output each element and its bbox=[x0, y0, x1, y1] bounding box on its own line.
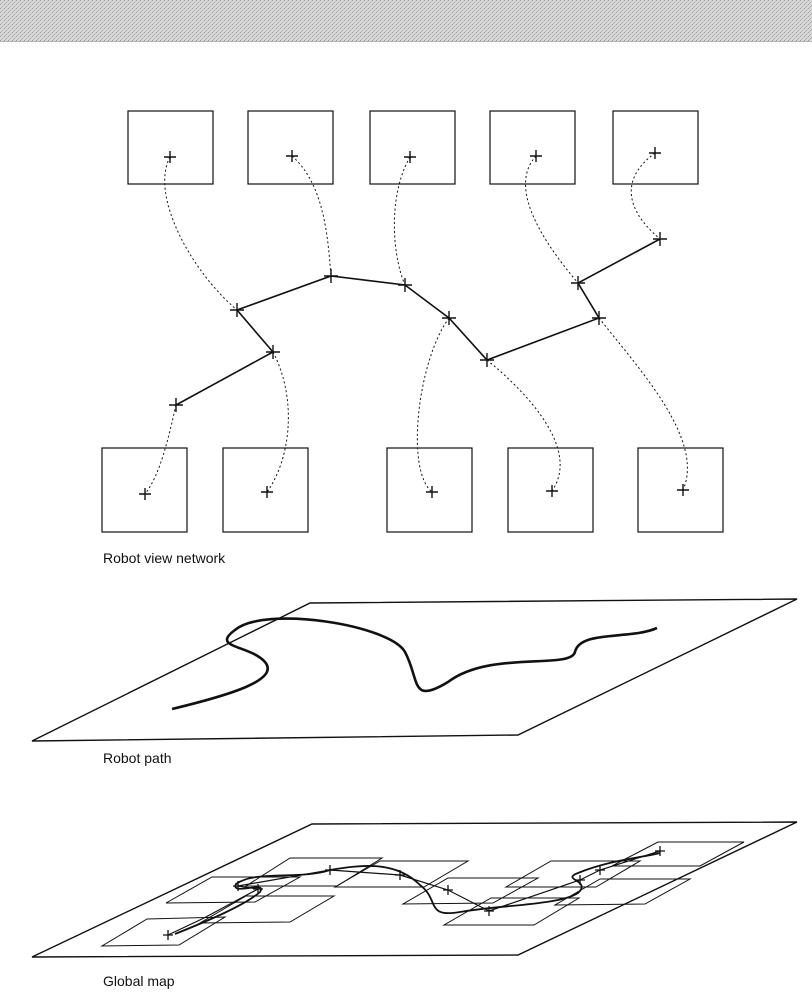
robot-view-network bbox=[101, 110, 724, 533]
ground-plane bbox=[31, 821, 798, 958]
network-edges bbox=[175, 238, 661, 406]
view-box bbox=[637, 447, 724, 533]
view-center-marks bbox=[139, 147, 689, 500]
robot-trajectory bbox=[171, 617, 658, 711]
network-nodes bbox=[169, 232, 667, 412]
view-box bbox=[507, 447, 594, 533]
view-box bbox=[386, 447, 473, 533]
view-box bbox=[489, 110, 576, 185]
header-band bbox=[0, 0, 812, 42]
view-box bbox=[101, 447, 188, 533]
global-map-panel bbox=[31, 821, 798, 958]
robot-view-network-caption: Robot view network bbox=[103, 550, 226, 566]
map-trajectory bbox=[174, 852, 661, 935]
view-box bbox=[612, 110, 699, 185]
correspondence-links bbox=[144, 152, 688, 495]
view-box bbox=[127, 110, 214, 185]
map-view-tiles bbox=[100, 841, 745, 947]
map-nodes bbox=[163, 846, 665, 940]
view-box bbox=[222, 447, 309, 533]
global-map-caption: Global map bbox=[103, 973, 175, 989]
robot-path-caption: Robot path bbox=[103, 750, 172, 766]
ground-plane bbox=[31, 598, 798, 742]
view-box bbox=[247, 110, 334, 185]
robot-path-panel bbox=[31, 598, 798, 742]
view-box bbox=[369, 110, 456, 185]
